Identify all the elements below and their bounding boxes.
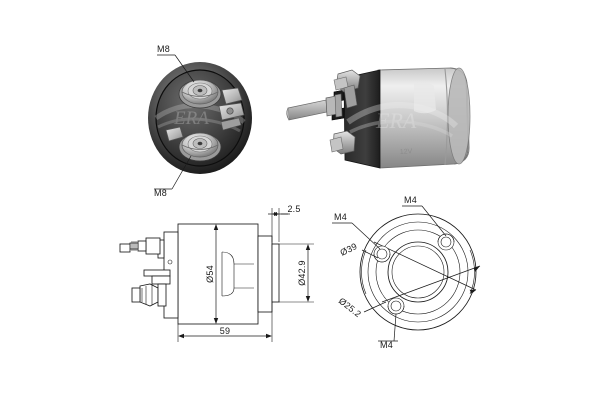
connector-tabs [218,87,245,131]
svg-text:Ø42.9: Ø42.9 [297,260,307,286]
dimension-diameter-39: Ø39 [338,241,379,259]
m4-hole-bottom [387,297,405,315]
left-tab [165,126,184,142]
svg-text:2.5: 2.5 [287,204,300,214]
front-face-photo: ERA [118,38,288,203]
svg-text:M8: M8 [154,188,167,198]
svg-text:M8: M8 [157,44,170,54]
dimension-diameter-42p9: Ø42.9 [279,243,314,303]
plunger-shaft [286,93,343,121]
terminal-stud-top [178,79,222,109]
dimension-diameter-25p2: Ø25.2 [337,296,387,320]
svg-text:Ø39: Ø39 [338,241,358,258]
svg-text:M4: M4 [380,340,393,350]
svg-text:ERA: ERA [375,108,417,133]
dimension-diameter-54: Ø54 [205,224,219,324]
era-watermark: ERA [346,102,459,138]
label-m4-bottom: M4 [378,313,398,350]
svg-text:M4: M4 [404,195,417,205]
dimension-thickness-2p5: 2.5 [268,204,300,242]
svg-text:Ø25.2: Ø25.2 [337,296,363,320]
solenoid-body [377,67,471,169]
svg-text:Ø54: Ø54 [205,265,215,283]
side-section-drawing: Ø54 59 2.5 [118,196,328,356]
svg-text:ERA: ERA [173,108,209,129]
terminal-nut-bottom [329,130,356,155]
terminal-nut-top [333,69,361,109]
label-m8-top: M8 [157,44,195,83]
svg-text:12V: 12V [400,148,413,156]
label-m8-bottom: M8 [154,155,192,198]
label-m4-left: M4 [332,212,381,250]
can-embossed-text: 12V [400,148,413,156]
svg-text:M4: M4 [334,212,347,222]
dimension-length-59: 59 [177,302,273,342]
m4-hole-left [373,245,391,263]
m4-hole-top-right [437,233,455,251]
label-m4-top-right: M4 [402,195,447,237]
flange-end-view-drawing: M4 M4 M4 Ø39 Ø25. [330,190,500,355]
terminal-stud-bottom [178,132,222,162]
svg-text:59: 59 [220,326,230,336]
side-view-photo: ERA 12V [282,50,492,190]
